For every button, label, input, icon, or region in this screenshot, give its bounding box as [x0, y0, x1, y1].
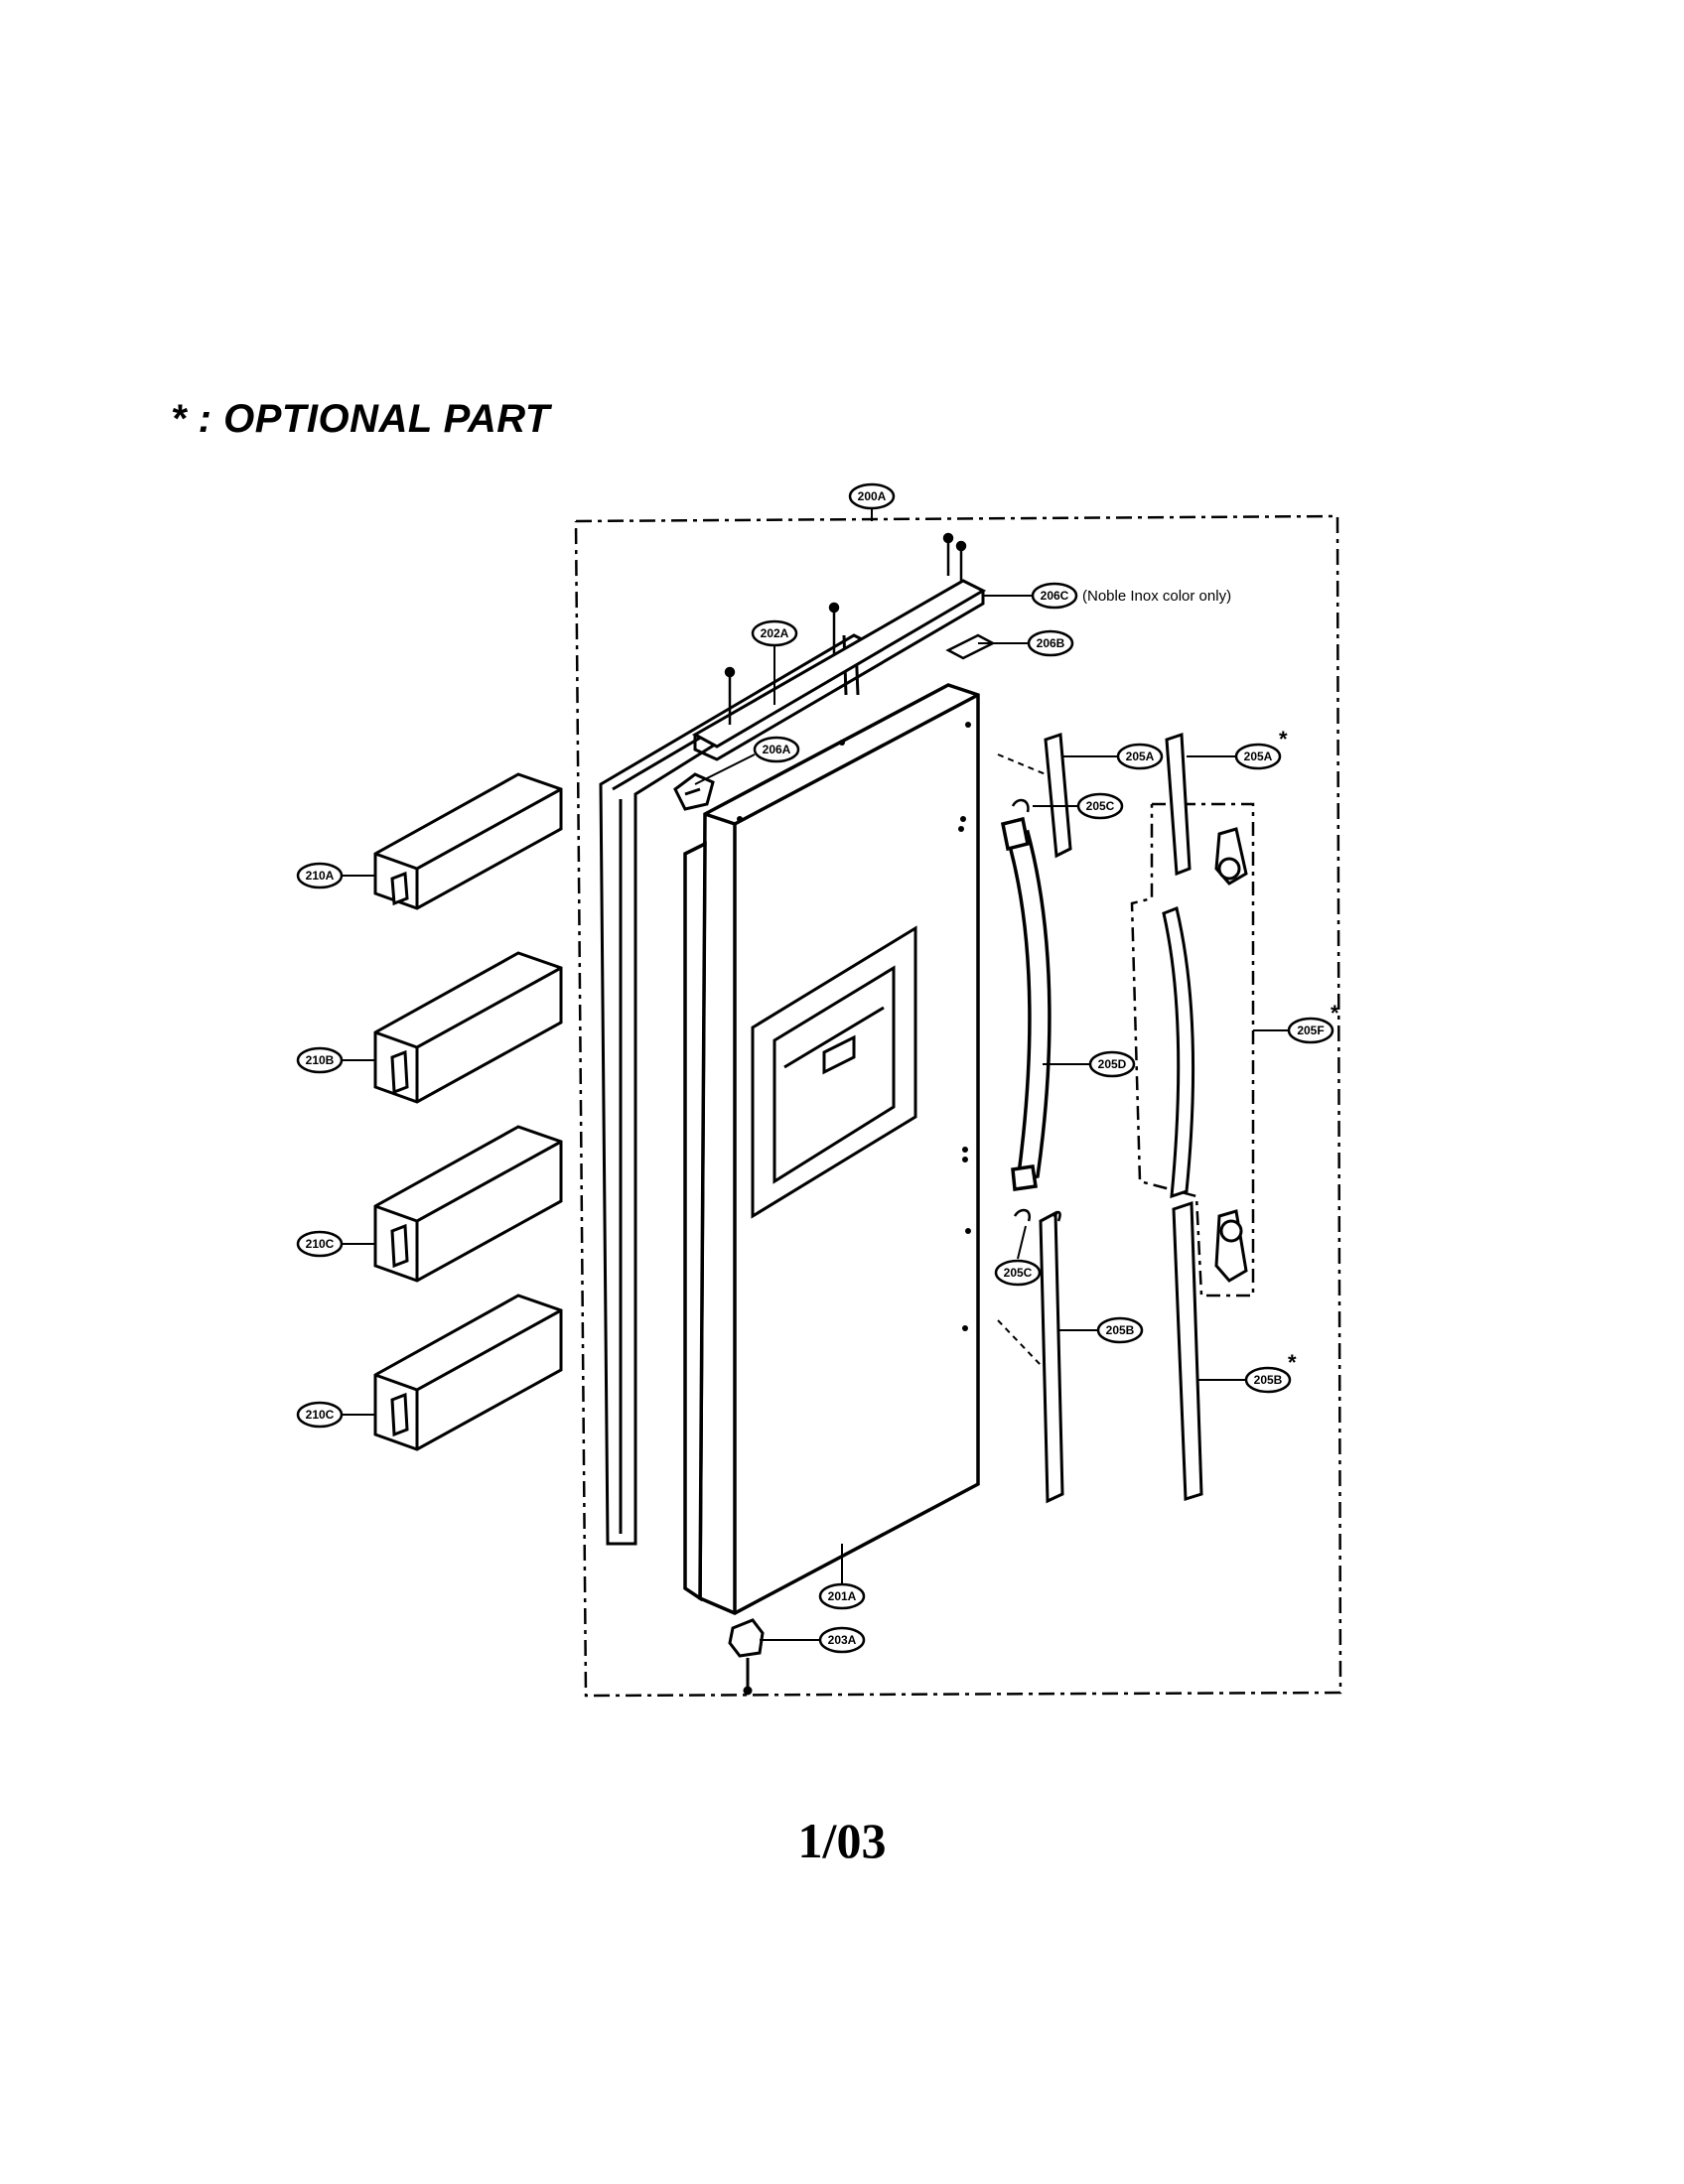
callout-200a: 200A — [858, 489, 887, 503]
callout-206c: 206C — [1041, 589, 1069, 603]
callout-205f-optional: 205F — [1297, 1024, 1324, 1037]
mounting-dots — [737, 722, 971, 1331]
optional-mark-205f: * — [1331, 1001, 1339, 1025]
callout-202a: 202A — [761, 626, 789, 640]
optional-handle-205f — [1162, 905, 1195, 1199]
callout-205a: 205A — [1126, 750, 1155, 763]
door-bin-210c-upper — [373, 1125, 563, 1283]
callout-210a: 210A — [306, 869, 335, 883]
callout-205b: 205B — [1106, 1323, 1135, 1337]
optional-trim-205a — [1165, 732, 1192, 877]
door-handle — [1000, 816, 1052, 1191]
bottom-hinge — [728, 1618, 765, 1696]
callout-206b: 206B — [1037, 636, 1065, 650]
optional-mark-205a: * — [1279, 727, 1288, 751]
door-bin-210a — [373, 772, 563, 910]
optional-trim-205b — [1172, 1200, 1203, 1502]
handle-trim-205b — [1039, 1210, 1064, 1504]
callout-205b-optional: 205B — [1254, 1373, 1283, 1387]
optional-part-note: * : OPTIONAL PART — [171, 397, 550, 441]
leader-lines — [343, 508, 1289, 1641]
optional-handle-clips — [1214, 827, 1248, 1283]
door-bin-210b — [373, 951, 563, 1104]
door-panel — [683, 683, 980, 1615]
cap-screws — [724, 532, 967, 725]
door-top-cap — [691, 579, 987, 761]
callout-ovals — [296, 482, 1334, 1654]
callout-205c-bottom: 205C — [1004, 1266, 1033, 1280]
handle-trim-205a — [1044, 732, 1072, 859]
callout-205d: 205D — [1098, 1057, 1127, 1071]
page-number: 1/03 — [797, 1813, 887, 1868]
dispenser-recess — [751, 925, 917, 1219]
door-bin-210c-lower — [373, 1294, 563, 1451]
top-hinge — [673, 772, 715, 811]
hinge-plate-206b — [945, 633, 996, 660]
callout-201a: 201A — [828, 1589, 857, 1603]
callout-210c-lower: 210C — [306, 1408, 335, 1422]
callout-210b: 210B — [306, 1053, 335, 1067]
callout-210c-upper: 210C — [306, 1237, 335, 1251]
noble-inox-note: (Noble Inox color only) — [1082, 588, 1231, 605]
callout-205c-top: 205C — [1086, 799, 1115, 813]
optional-handle-boundary — [1130, 802, 1255, 1297]
callout-203a: 203A — [828, 1633, 857, 1647]
optional-mark-205b: * — [1288, 1350, 1297, 1375]
callout-205a-optional: 205A — [1244, 750, 1273, 763]
handle-clips-205c — [1011, 798, 1061, 1222]
callout-206a: 206A — [763, 743, 791, 756]
assembly-boundary — [574, 514, 1342, 1698]
